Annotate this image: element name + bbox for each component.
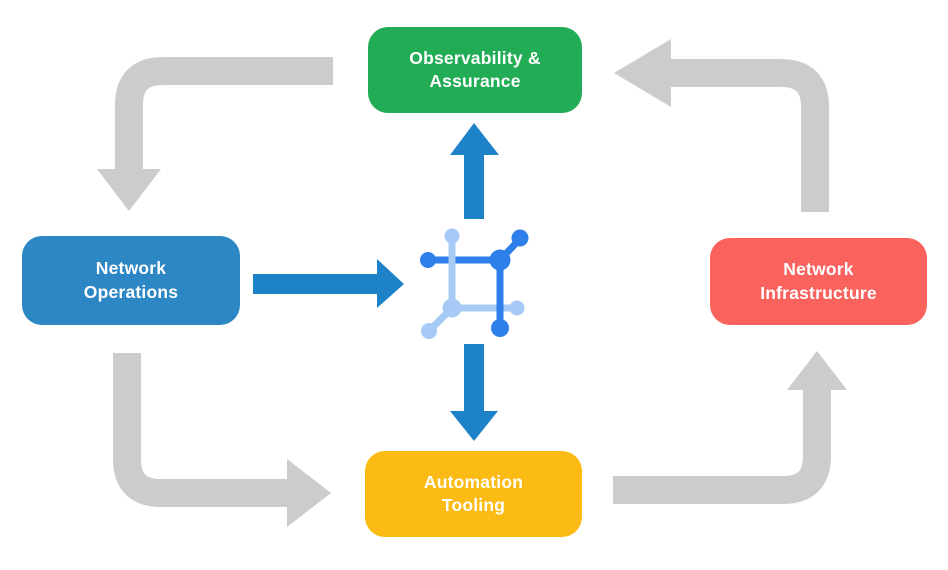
node-network-infrastructure-label: Network Infrastructure <box>760 259 877 303</box>
arrowhead-left-icon <box>614 39 671 107</box>
flow-arrow-automation-to-infrastructure <box>613 351 847 504</box>
flow-arrow-observability-to-operations <box>97 57 333 211</box>
flow-arrow-operations-to-center <box>253 259 404 308</box>
node-automation-tooling-label: Automation Tooling <box>423 471 524 515</box>
node-observability-assurance-label: Observability & Assurance <box>409 47 541 91</box>
arrowhead-down-icon <box>97 169 161 211</box>
flow-arrow-operations-to-automation <box>113 353 331 527</box>
arrowhead-right-icon <box>287 459 331 527</box>
node-automation-tooling: Automation Tooling <box>365 451 582 537</box>
node-observability-assurance: Observability & Assurance <box>368 27 582 113</box>
arrowhead-right-icon <box>377 259 404 308</box>
node-network-operations-label: Network Operations <box>83 258 179 302</box>
flow-arrow-center-to-observability <box>450 123 499 219</box>
arrowhead-down-icon <box>450 411 498 441</box>
arrowhead-up-icon <box>450 123 499 155</box>
node-network-operations: Network Operations <box>22 236 240 325</box>
node-network-infrastructure: Network Infrastructure <box>710 238 927 325</box>
network-automation-icon <box>420 228 529 339</box>
arrowhead-up-icon <box>787 351 847 390</box>
flow-arrow-infrastructure-to-observability <box>614 39 829 212</box>
flow-arrow-center-to-automation <box>450 344 498 441</box>
